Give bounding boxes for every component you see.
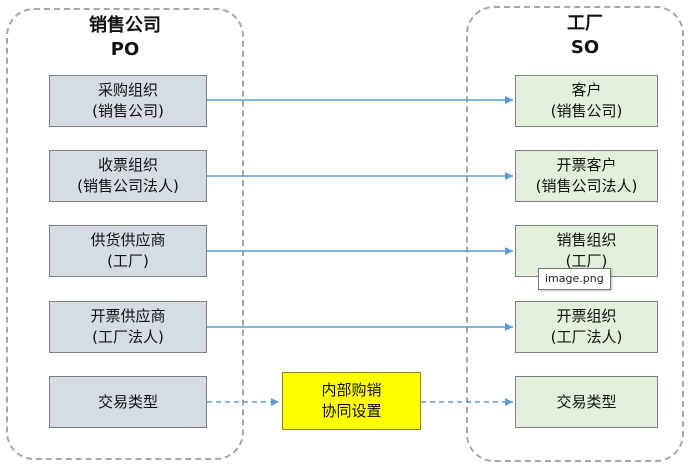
right-box-line2: (销售公司) bbox=[550, 102, 623, 120]
left-group-title-line2: PO bbox=[110, 39, 140, 60]
right-box-transaction-type: 交易类型 bbox=[515, 376, 658, 428]
image-filename-tooltip: image.png bbox=[538, 268, 611, 290]
right-group-container bbox=[466, 6, 684, 462]
right-box-invoicing-customer: 开票客户 (销售公司法人) bbox=[515, 150, 658, 202]
right-group-title-line1: 工厂 bbox=[567, 13, 603, 34]
right-box-customer: 客户 (销售公司) bbox=[515, 75, 658, 127]
right-box-line1: 销售组织 bbox=[556, 231, 617, 249]
left-box-invoice-receiving-org: 收票组织 (销售公司法人) bbox=[49, 150, 207, 202]
right-group-title-line2: SO bbox=[570, 37, 600, 58]
left-box-line2: (销售公司) bbox=[92, 102, 164, 120]
left-group-title-line1: 销售公司 bbox=[89, 15, 161, 36]
left-group-container bbox=[6, 8, 244, 460]
left-box-line1: 收票组织 bbox=[97, 156, 158, 174]
left-box-line1: 交易类型 bbox=[97, 392, 158, 411]
right-group-title: 工厂 SO bbox=[510, 12, 660, 60]
right-box-line1: 开票组织 bbox=[556, 307, 617, 325]
right-box-invoicing-org: 开票组织 (工厂法人) bbox=[515, 301, 658, 353]
left-box-line1: 开票供应商 bbox=[90, 307, 166, 325]
left-box-invoicing-vendor: 开票供应商 (工厂法人) bbox=[49, 301, 207, 353]
left-box-transaction-type: 交易类型 bbox=[49, 376, 207, 428]
left-group-title: 销售公司 PO bbox=[50, 14, 200, 62]
middle-box-line1: 内部购销 bbox=[321, 381, 382, 399]
left-box-line2: (销售公司法人) bbox=[77, 177, 179, 195]
right-box-line1: 交易类型 bbox=[556, 392, 617, 411]
right-box-line1: 开票客户 bbox=[556, 156, 617, 174]
left-box-line2: (工厂法人) bbox=[92, 328, 164, 346]
left-box-supplying-vendor: 供货供应商 (工厂) bbox=[49, 225, 207, 277]
left-box-line1: 供货供应商 bbox=[90, 231, 166, 249]
right-box-line1: 客户 bbox=[571, 81, 602, 99]
right-box-line2: (销售公司法人) bbox=[535, 177, 638, 195]
left-box-line2: (工厂) bbox=[107, 252, 149, 270]
left-box-line1: 采购组织 bbox=[97, 81, 158, 99]
right-box-line2: (工厂) bbox=[565, 252, 608, 270]
right-box-line2: (工厂法人) bbox=[550, 328, 623, 346]
middle-box-internal-sync-settings: 内部购销 协同设置 bbox=[282, 372, 421, 430]
middle-box-line2: 协同设置 bbox=[321, 402, 382, 420]
left-box-purchase-org: 采购组织 (销售公司) bbox=[49, 75, 207, 127]
